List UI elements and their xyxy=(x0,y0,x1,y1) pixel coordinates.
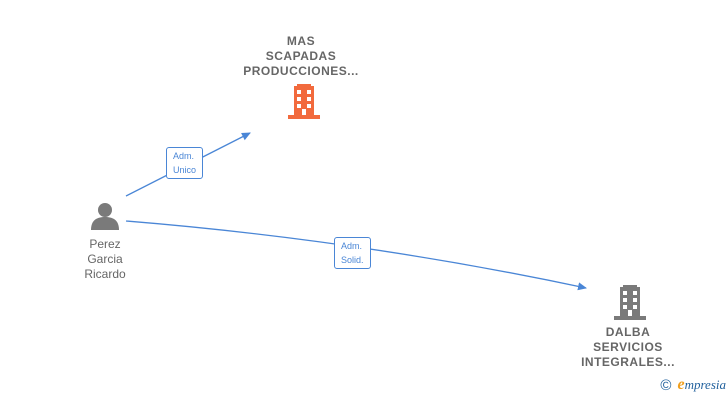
company-name-mas-scapadas[interactable]: MAS SCAPADAS PRODUCCIONES... xyxy=(236,34,366,79)
company-name-line: INTEGRALES... xyxy=(581,355,675,369)
company-name-line: SERVICIOS xyxy=(593,340,663,354)
company-name-dalba[interactable]: DALBA SERVICIOS INTEGRALES... xyxy=(566,325,690,370)
edge-label-line: Adm. xyxy=(341,241,363,251)
edge-label-line: Unico xyxy=(173,165,197,175)
company-name-line: MAS xyxy=(286,34,316,48)
edge-label-adm-unico: Adm. Unico xyxy=(166,147,204,179)
person-name-line: Garcia xyxy=(87,252,123,266)
company-name-line: DALBA xyxy=(605,325,651,339)
company-name-line: PRODUCCIONES... xyxy=(243,64,359,78)
empresia-logo: empresia xyxy=(677,376,726,393)
building-icon[interactable] xyxy=(614,285,646,321)
person-icon[interactable] xyxy=(90,200,120,230)
copyright-icon: © xyxy=(660,376,672,394)
empresia-watermark: © empresia xyxy=(660,376,726,394)
person-name-line: Ricardo xyxy=(84,267,126,281)
person-name-line: Perez xyxy=(89,237,121,251)
person-name-perez-garcia-ricardo[interactable]: Perez Garcia Ricardo xyxy=(70,237,140,282)
edge-label-line: Adm. xyxy=(173,151,195,161)
company-name-line: SCAPADAS xyxy=(265,49,337,63)
edge-label-adm-solid: Adm. Solid. xyxy=(334,237,371,269)
edge-label-line: Solid. xyxy=(341,255,364,265)
building-icon[interactable] xyxy=(288,84,320,120)
